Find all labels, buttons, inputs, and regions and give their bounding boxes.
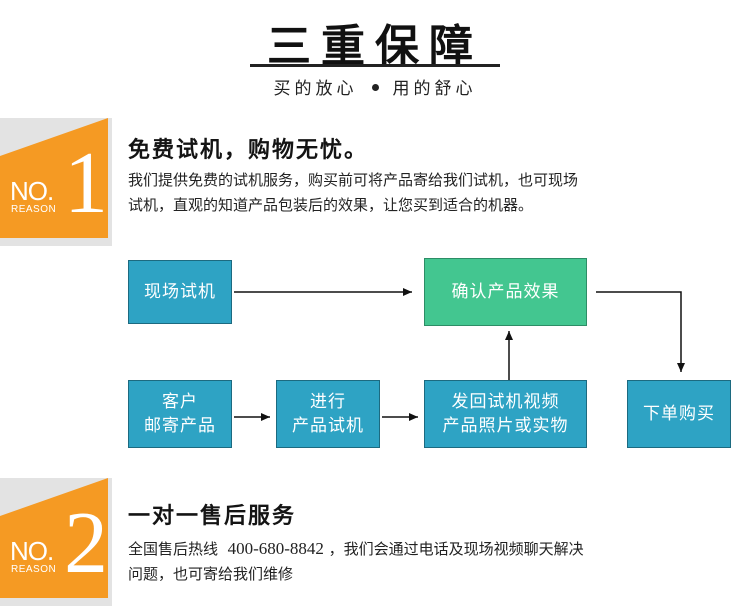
title-underline (250, 64, 500, 67)
reason-2-description: 全国售后热线 400-680-8842 ，我们会通过电话及现场视频聊天解决 问题… (128, 536, 584, 587)
flow-onsite-test-box: 现场试机 (128, 260, 232, 324)
reason-1-desc-line2: 试机，直观的知道产品包装后的效果，让您买到适合的机器。 (128, 196, 534, 214)
reason-1-desc-line1: 我们提供免费的试机服务，购买前可将产品寄给我们试机，也可现场 (128, 171, 579, 189)
flow-send-back-box: 发回试机视频 产品照片或实物 (424, 380, 587, 448)
reason-1-no: NO. (10, 176, 54, 206)
page-title: 三重保障 (267, 21, 483, 72)
flow-customer-line2: 邮寄产品 (144, 416, 216, 436)
reason-2-no: NO. (10, 536, 54, 566)
flow-confirm-effect-label: 确认产品效果 (451, 282, 560, 302)
flow-send-back-line2: 产品照片或实物 (442, 416, 569, 436)
flow-do-test-line2: 产品试机 (292, 416, 364, 436)
service-hotline-number: 400-680-8842 (227, 539, 324, 558)
reason-1-number: 1 (64, 135, 108, 232)
subtitle-left: 买的放心 (273, 79, 358, 99)
flow-place-order-box: 下单购买 (627, 380, 731, 448)
flow-do-test-line1: 进行 (310, 392, 346, 412)
reason-2-number: 2 (64, 495, 108, 592)
reason-2-desc-line2: 问题，也可寄给我们维修 (128, 565, 294, 583)
reason-1-label: REASON (11, 204, 57, 215)
reason-1-badge: NO. REASON 1 (0, 118, 120, 248)
flow-confirm-effect-box: 确认产品效果 (424, 258, 587, 326)
page-subtitle: 买的放心 用的舒心 (0, 74, 750, 99)
arrow-confirm-to-order (596, 291, 685, 372)
flow-customer-line1: 客户 (162, 392, 198, 412)
flow-do-test-box: 进行 产品试机 (276, 380, 380, 448)
flow-onsite-test-label: 现场试机 (144, 282, 216, 302)
subtitle-right: 用的舒心 (392, 79, 477, 99)
flow-place-order-label: 下单购买 (643, 404, 715, 424)
bullet-dot-icon (371, 84, 379, 91)
reason-1-title: 免费试机，购物无忧。 (128, 138, 369, 163)
reason-2-badge: NO. REASON 2 (0, 478, 120, 608)
flow-send-back-line1: 发回试机视频 (451, 392, 560, 412)
reason-2-desc-suffix: ，我们会通过电话及现场视频聊天解决 (328, 540, 584, 558)
reason-2-label: REASON (11, 564, 57, 575)
reason-2-desc-prefix: 全国售后热线 (128, 540, 219, 558)
reason-1-description: 我们提供免费的试机服务，购买前可将产品寄给我们试机，也可现场 试机，直观的知道产… (128, 168, 578, 218)
reason-2-desc-line1: 全国售后热线 400-680-8842 ，我们会通过电话及现场视频聊天解决 (128, 536, 584, 562)
flow-customer-mail-box: 客户 邮寄产品 (128, 380, 232, 448)
reason-2-title: 一对一售后服务 (128, 504, 297, 529)
